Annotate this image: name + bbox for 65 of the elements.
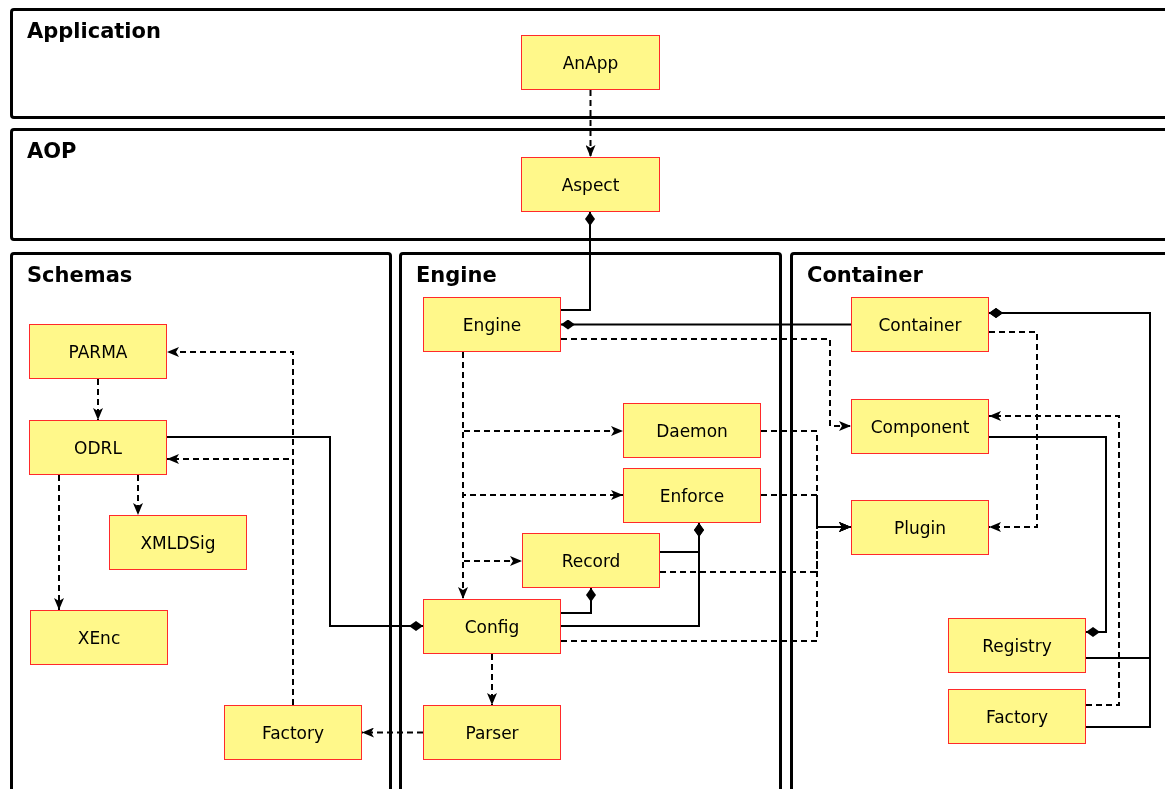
class-box [29, 324, 167, 379]
class-name: Daemon [656, 420, 728, 441]
class-name: Enforce [659, 485, 725, 506]
composition-connector [560, 211, 595, 311]
class-box [30, 610, 168, 665]
class-box [224, 705, 362, 760]
dependency-arrow [585, 89, 596, 158]
class-name: ODRL [74, 437, 122, 458]
class-box [851, 297, 989, 352]
class-box [423, 297, 561, 352]
class-box [521, 35, 660, 90]
dependency-arrow [988, 411, 1120, 706]
class-box [423, 705, 561, 760]
composition-connector [988, 436, 1107, 637]
class-name: AnApp [562, 52, 619, 73]
dependency-arrow [487, 653, 497, 706]
dependency-arrow [988, 331, 1038, 532]
dependency-arrow [54, 474, 64, 611]
dependency-arrow [361, 727, 424, 738]
class-name: Engine [462, 314, 522, 335]
class-name: Plugin [893, 517, 946, 538]
class-name: Component [870, 416, 970, 437]
composition-connector [560, 587, 596, 614]
class-box [948, 689, 1086, 744]
class-box [851, 500, 989, 555]
class-name: Factory [985, 706, 1049, 727]
class-box [851, 399, 989, 454]
class-box [109, 515, 247, 570]
class-box [521, 157, 660, 212]
composition-connector [560, 522, 704, 627]
composition-connector [166, 436, 424, 631]
class-box [623, 468, 761, 523]
class-box [29, 420, 167, 475]
layer-panel [10, 128, 1165, 241]
layer-title: AOP [27, 139, 77, 163]
dependency-arrow [560, 522, 852, 642]
dependency-arrow [166, 454, 294, 706]
class-name: Factory [261, 722, 325, 743]
layer-title: Container [807, 263, 923, 287]
composition-connector [560, 319, 852, 330]
class-box [522, 533, 660, 588]
class-name: PARMA [68, 341, 128, 362]
composition-connector [988, 308, 1151, 728]
class-name: Aspect [561, 174, 620, 195]
class-name: Parser [465, 722, 519, 743]
class-name: XEnc [77, 627, 121, 648]
class-box [423, 599, 561, 654]
class-box [948, 618, 1086, 673]
layer-panel [10, 252, 392, 789]
dependency-arrow [133, 474, 143, 516]
layer-title: Engine [416, 263, 497, 287]
layer-panel [10, 8, 1165, 119]
class-name: Record [561, 550, 621, 571]
class-name: Container [878, 314, 962, 335]
layer-panel [399, 252, 782, 789]
class-name: Config [464, 616, 520, 637]
layer-title: Application [27, 19, 161, 43]
class-name: Registry [982, 635, 1052, 656]
class-name: XMLDSig [140, 532, 216, 553]
layer-title: Schemas [27, 263, 133, 287]
dependency-arrow [93, 378, 103, 421]
layer-panel [790, 252, 1165, 789]
class-box [623, 403, 761, 458]
dependency-arrow [458, 351, 468, 600]
dependency-arrow [560, 338, 852, 431]
